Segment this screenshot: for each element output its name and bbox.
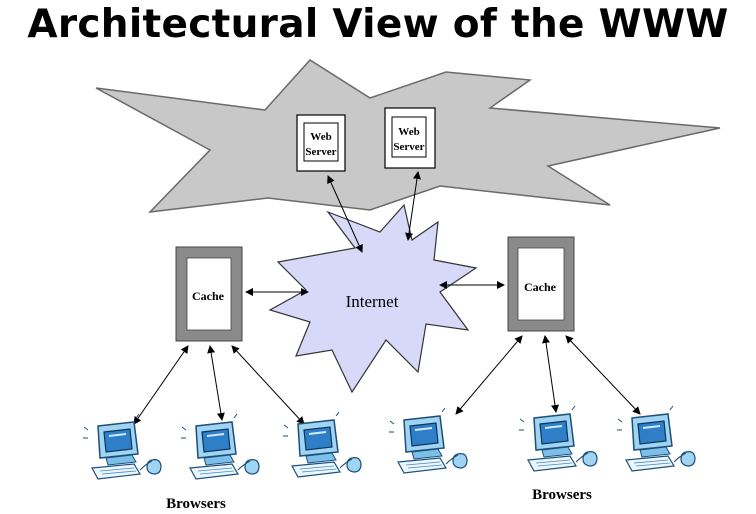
- computer-icon: [180, 413, 260, 480]
- arrow-cacheleft-pc2: [207, 345, 225, 421]
- computer-icon: [282, 411, 362, 478]
- web-server-1: Web Server: [296, 114, 346, 172]
- web-server-1-label-line2: Server: [305, 146, 336, 158]
- arrow-cacheright-pc5: [542, 335, 559, 413]
- arrow-server1-internet: [327, 175, 363, 253]
- web-server-2: Web Server: [384, 107, 436, 169]
- computer-icon: [388, 407, 468, 474]
- arrow-cacheleft-pc3: [231, 345, 305, 425]
- computer-icon: [518, 405, 598, 472]
- arrow-cacheleft-pc1: [133, 345, 189, 425]
- web-server-2-label-line2: Server: [393, 141, 424, 153]
- browsers-right-label: Browsers: [532, 487, 592, 503]
- cache-left-label: Cache: [192, 289, 225, 303]
- cache-left: Cache: [175, 246, 243, 342]
- page-title: Architectural View of the WWW: [27, 2, 729, 47]
- computer-icon: [616, 405, 696, 472]
- arrow-server2-internet: [405, 171, 421, 241]
- arrow-cacheright-pc6: [565, 335, 641, 415]
- cache-right: Cache: [507, 236, 575, 332]
- arrow-cacheright-pc4: [455, 335, 523, 415]
- computer-icon: [82, 413, 162, 480]
- web-server-1-label-line1: Web: [310, 131, 331, 143]
- internet-label: Internet: [346, 292, 399, 311]
- web-server-2-label-line1: Web: [398, 126, 419, 138]
- browsers-left-label: Browsers: [166, 496, 226, 512]
- cache-right-label: Cache: [524, 280, 557, 294]
